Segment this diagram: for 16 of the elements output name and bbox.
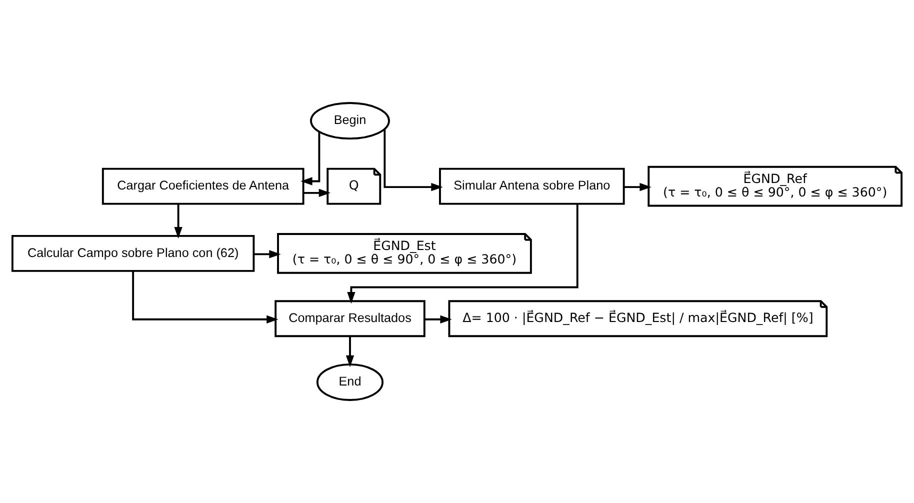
arrow: [624, 182, 652, 192]
node-box: Calcular Campo sobre Plano con (62): [11, 234, 255, 272]
node-box: Simular Antena sobre Plano: [439, 168, 625, 205]
node-ellipse: Begin: [310, 102, 390, 140]
arrow: [304, 188, 331, 197]
arrow: [300, 132, 320, 186]
node-box: Cargar Coeficientes de Antena: [102, 168, 304, 205]
node-box: Comparar Resultados: [274, 300, 426, 338]
arrow: [384, 129, 443, 192]
arrow: [424, 315, 452, 324]
arrow: [254, 250, 281, 258]
node-ellipse: End: [316, 363, 384, 401]
arrow: [174, 204, 182, 239]
arrow: [347, 204, 578, 304]
arrow: [132, 271, 278, 324]
arrow: [346, 336, 354, 368]
